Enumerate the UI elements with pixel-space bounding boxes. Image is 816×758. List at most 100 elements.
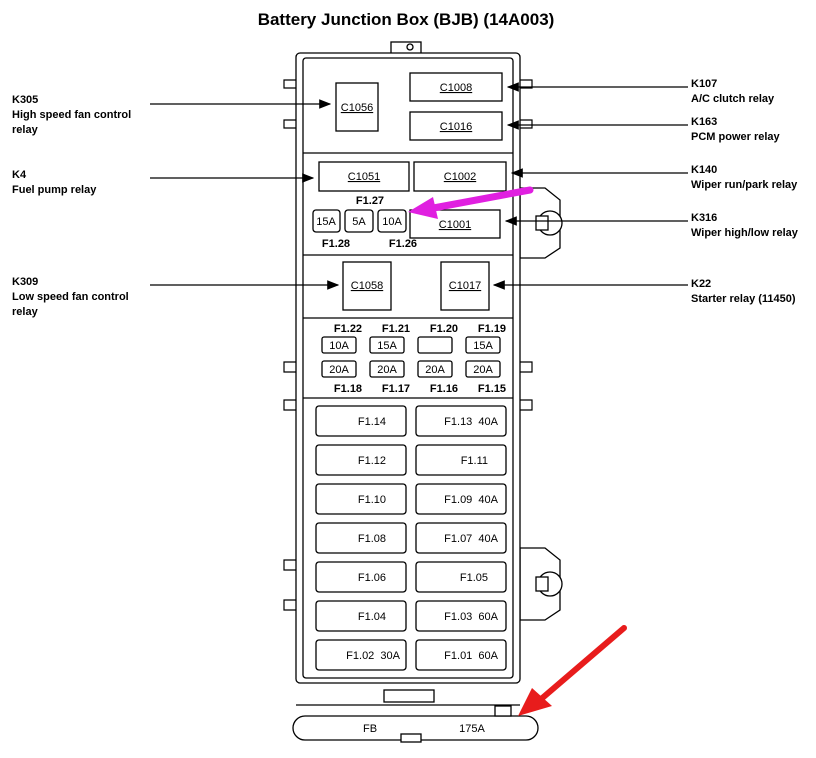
fuse-f104-label: F1.04	[358, 611, 386, 623]
fuse-f116-amp: 20A	[425, 364, 445, 376]
fuse-f105-label: F1.05	[460, 572, 488, 584]
connector-c1056-label: C1056	[341, 102, 373, 114]
svg-text:Wiper high/low relay: Wiper high/low relay	[691, 227, 799, 239]
connector-c1016	[409, 111, 503, 141]
relay-label-k316: K316 Wiper high/low relay	[691, 212, 799, 239]
fuse-f107	[415, 522, 507, 554]
svg-text:Low speed fan control: Low speed fan control	[12, 291, 129, 303]
top-tab-hole	[406, 43, 414, 51]
fuse-f101	[415, 639, 507, 671]
fuse-f110-label: F1.10	[358, 494, 386, 506]
fuse-f103-label: F1.03 60A	[444, 611, 498, 623]
fuse-f119-amp: 15A	[473, 340, 493, 352]
connector-c1016-label: C1016	[440, 121, 472, 133]
fuse-f116-label: F1.16	[430, 383, 458, 395]
relay-label-k4: K4 Fuel pump relay	[12, 169, 97, 196]
fuse-f107-label: F1.07 40A	[444, 533, 498, 545]
connector-c1008-label: C1008	[440, 82, 472, 94]
fuse-f102-label: F1.02 30A	[346, 650, 400, 662]
mini-fuses-bottom-row: 20A 20A 20A 20A F1.18 F1.17 F1.16 F1.15	[321, 360, 506, 395]
svg-text:K4: K4	[12, 169, 27, 181]
fuse-f117	[369, 360, 405, 378]
fuse-f121-amp: 15A	[377, 340, 397, 352]
fuse-f128	[312, 209, 341, 233]
connector-c1051	[318, 161, 410, 192]
top-tab	[390, 41, 422, 55]
fuse-f122-amp: 10A	[329, 340, 349, 352]
fuse-f127	[344, 209, 374, 233]
fusible-link-clip	[494, 705, 512, 717]
fuse-f118-label: F1.18	[334, 383, 362, 395]
fuse-f121	[369, 336, 405, 354]
fuse-f126-amp: 10A	[382, 216, 402, 228]
fuse-f108	[315, 522, 407, 554]
fuse-f111	[415, 444, 507, 476]
fuse-f127-amp: 5A	[352, 216, 366, 228]
fuse-f120-label: F1.20	[430, 323, 458, 335]
maxi-fuses-right-column: F1.13 40A F1.11 F1.09 40A F1.07 40A F1.0…	[415, 405, 507, 671]
fuse-f114-label: F1.14	[358, 416, 386, 428]
connector-c1056	[335, 82, 379, 132]
connector-c1058-label: C1058	[351, 280, 383, 292]
fuse-f127-label: F1.27	[356, 195, 384, 207]
fuse-f121-label: F1.21	[382, 323, 410, 335]
connector-c1051-label: C1051	[348, 171, 380, 183]
fuse-f110	[315, 483, 407, 515]
fuse-f118-amp: 20A	[329, 364, 349, 376]
svg-text:Wiper run/park relay: Wiper run/park relay	[691, 179, 798, 191]
diagram-title: Battery Junction Box (BJB) (14A003)	[258, 10, 555, 29]
fusible-link-fb-label: FB	[363, 723, 377, 735]
fuse-f126	[377, 209, 407, 233]
svg-text:High speed fan control: High speed fan control	[12, 109, 131, 121]
fuse-f120	[417, 336, 453, 354]
fuse-f104	[315, 600, 407, 632]
fuse-f115-amp: 20A	[473, 364, 493, 376]
fusible-link-center-tab	[400, 733, 422, 743]
fuse-f115	[465, 360, 501, 378]
svg-text:K140: K140	[691, 164, 717, 176]
fuse-f117-amp: 20A	[377, 364, 397, 376]
svg-text:K316: K316	[691, 212, 717, 224]
fuse-f128-amp: 15A	[316, 216, 336, 228]
fuse-f102	[315, 639, 407, 671]
fuse-f108-label: F1.08	[358, 533, 386, 545]
relay-label-k22: K22 Starter relay (11450)	[691, 278, 796, 305]
fuse-f115-label: F1.15	[478, 383, 506, 395]
mini-fuses-top-row: F1.22 F1.21 F1.20 F1.19 10A 15A 15A	[321, 323, 506, 354]
svg-text:relay: relay	[12, 306, 39, 318]
lower-mounting-ear	[519, 547, 563, 621]
connector-c1017-label: C1017	[449, 280, 481, 292]
fuse-f119-label: F1.19	[478, 323, 506, 335]
fuse-f117-label: F1.17	[382, 383, 410, 395]
magenta-highlight-arrow	[408, 186, 534, 219]
connector-c1002-label: C1002	[444, 171, 476, 183]
red-highlight-arrow	[518, 625, 627, 716]
svg-text:K22: K22	[691, 278, 711, 290]
fuse-f112-label: F1.12	[358, 455, 386, 467]
fuse-f109	[415, 483, 507, 515]
connector-c1008	[409, 72, 503, 102]
svg-text:Fuel pump relay: Fuel pump relay	[12, 184, 97, 196]
maxi-fuses-left-column: F1.14 F1.12 F1.10 F1.08 F1.06 F1.04 F1.0…	[315, 405, 407, 671]
fuse-f114	[315, 405, 407, 437]
fuse-f112	[315, 444, 407, 476]
right-clips	[520, 79, 533, 411]
fuse-f122	[321, 336, 357, 354]
fuse-f122-label: F1.22	[334, 323, 362, 335]
relay-label-k107: K107 A/C clutch relay	[691, 78, 775, 105]
svg-text:K305: K305	[12, 94, 38, 106]
fuse-f113	[415, 405, 507, 437]
fuse-f118	[321, 360, 357, 378]
svg-text:K163: K163	[691, 116, 717, 128]
relay-label-k140: K140 Wiper run/park relay	[691, 164, 798, 191]
svg-text:relay: relay	[12, 124, 39, 136]
connector-c1058	[342, 261, 392, 311]
upper-mounting-ear	[519, 187, 563, 259]
relay-label-k305: K305 High speed fan control relay	[12, 94, 131, 136]
fuse-f111-label: F1.11	[461, 455, 488, 467]
svg-text:Starter relay (11450): Starter relay (11450)	[691, 293, 796, 305]
svg-text:K309: K309	[12, 276, 38, 288]
fuse-f116	[417, 360, 453, 378]
